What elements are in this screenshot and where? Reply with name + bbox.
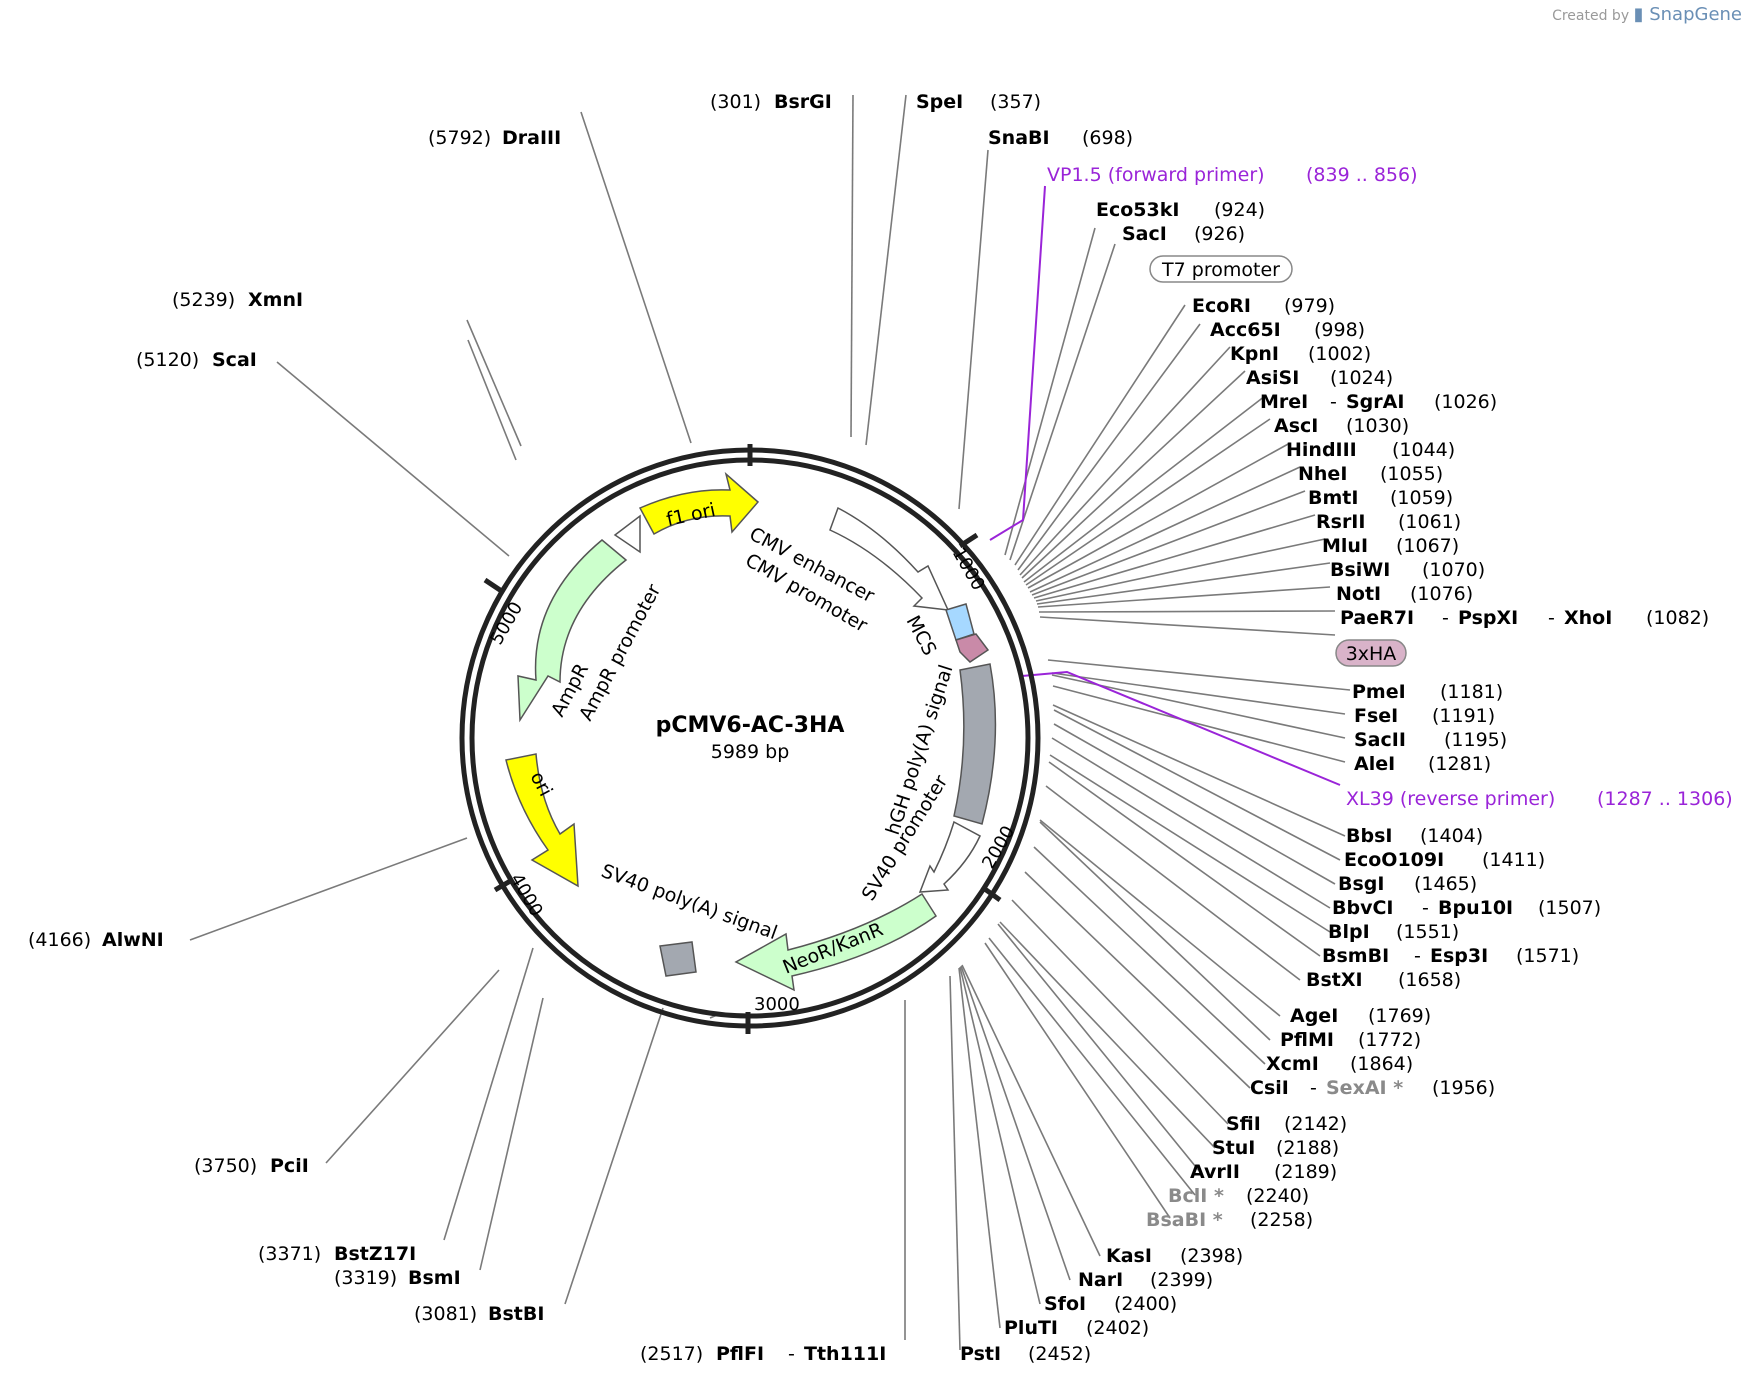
site-snabi: SnaBI (698) [988, 127, 1133, 149]
site-acc65i: Acc65I(998) [1210, 319, 1365, 341]
3xha-label: 3xHA [1346, 643, 1397, 665]
site-pluti: PluTI(2402) [1004, 1317, 1149, 1339]
3xha-arrow [955, 633, 990, 663]
site-bsgi: BsgI(1465) [1338, 873, 1477, 895]
boxed-label-3xha: 3xHA [1335, 639, 1407, 667]
tick-label-4000: 4000 [506, 870, 547, 920]
site-pcii: (3750) PciI [194, 1155, 309, 1177]
site-xmni: (5239) XmnI [172, 289, 303, 311]
site-asisi: AsiSI(1024) [1246, 367, 1393, 389]
site-fsei: FseI(1191) [1354, 705, 1495, 727]
site-bstxi: BstXI(1658) [1306, 969, 1461, 991]
ampr-arrow [517, 539, 628, 723]
feature-label-ampr-promoter: AmpR promoter [575, 581, 665, 725]
tick-label-3000: 3000 [754, 994, 800, 1015]
site-alei: AleI(1281) [1354, 753, 1491, 775]
feature-arrows [505, 471, 997, 992]
site-mlui: MluI(1067) [1322, 535, 1459, 557]
ori-arrow [505, 753, 579, 888]
site-rsrii: RsrII(1061) [1316, 511, 1461, 533]
site-saci: SacI(926) [1122, 223, 1245, 245]
site-stui: StuI(2188) [1212, 1137, 1339, 1159]
neor-kanr-arrow [734, 892, 938, 992]
site-psti: PstI(2452) [960, 1343, 1091, 1365]
cmv-enhancer-promoter-arrow [829, 506, 950, 611]
site-sfoi: SfoI(2400) [1044, 1293, 1177, 1315]
site-xcmi: XcmI(1864) [1266, 1053, 1413, 1075]
credit-brand: SnapGene [1649, 4, 1742, 25]
hgh-polya-box [953, 663, 997, 825]
site-noti: NotI(1076) [1336, 583, 1473, 605]
site-bsmbi-esp3i: BsmBI-Esp3I(1571) [1322, 945, 1579, 967]
feature-label-mcs: MCS [902, 612, 941, 659]
site-bsiwi: BsiWI(1070) [1330, 559, 1485, 581]
site-bstz17i: (3371) BstZ17I [258, 1243, 416, 1265]
feature-label-sv40-polya-signal: SV40 poly(A) signal [598, 860, 780, 944]
site-draiii: (5792) DraIII [428, 127, 561, 149]
site-csii-sexai: CsiI-SexAI *(1956) [1250, 1077, 1495, 1099]
site-kpni: KpnI(1002) [1230, 343, 1371, 365]
site-bsrgi: (301) BsrGI [710, 91, 832, 113]
right-site-labels: Eco53kI(924) SacI(926) EcoRI(979) Acc65I… [960, 199, 1709, 1365]
site-bsabi: BsaBI *(2258) [1146, 1209, 1313, 1231]
site-agei: AgeI(1769) [1290, 1005, 1431, 1027]
site-nari: NarI(2399) [1078, 1269, 1213, 1291]
site-bbvci-bpu10i: BbvCI-Bpu10I(1507) [1332, 897, 1601, 919]
site-blpi: BlpI(1551) [1328, 921, 1459, 943]
site-bbsi: BbsI(1404) [1346, 825, 1483, 847]
primer-lines [989, 185, 1341, 786]
site-alwni: (4166) AlwNI [28, 929, 164, 951]
primer-xl39: XL39 (reverse primer) (1287 .. 1306) [1346, 788, 1733, 810]
site-hindiii: HindIII(1044) [1286, 439, 1455, 461]
leader-lines [189, 94, 1351, 1351]
site-pflmi: PflMI(1772) [1280, 1029, 1421, 1051]
site-pflfi-tth111i: (2517) PflFI - Tth111I [640, 1343, 886, 1365]
site-pmei: PmeI(1181) [1352, 681, 1503, 703]
site-sacii: SacII(1195) [1354, 729, 1507, 751]
primer-vp15-name: VP1.5 (forward primer) [1047, 164, 1265, 186]
site-nhei: NheI(1055) [1298, 463, 1443, 485]
site-eco53ki: Eco53kI(924) [1096, 199, 1265, 221]
site-bcli: BclI *(2240) [1168, 1185, 1309, 1207]
site-bmti: BmtI(1059) [1308, 487, 1453, 509]
ampr-promoter-arrow [613, 514, 641, 554]
credit-prefix: Created by [1552, 8, 1630, 24]
site-spei: SpeI (357) [916, 91, 1041, 113]
site-bsmi: (3319) BsmI [334, 1267, 461, 1289]
sv40-polya-box [659, 941, 697, 977]
f1-ori-arrow [638, 471, 760, 536]
tick-label-2000: 2000 [978, 822, 1019, 872]
site-asci: AscI(1030) [1274, 415, 1409, 437]
boxed-label-t7: T7 promoter [1149, 255, 1293, 283]
site-mrei-sgrai: MreI-SgrAI(1026) [1260, 391, 1497, 413]
site-ecori: EcoRI(979) [1192, 295, 1335, 317]
t7-promoter-label: T7 promoter [1161, 259, 1280, 281]
sv40-promoter-arrow [918, 820, 981, 893]
site-sfii: SfiI(2142) [1226, 1113, 1347, 1135]
site-kasi: KasI(2398) [1106, 1245, 1243, 1267]
site-scai: (5120) ScaI [136, 349, 257, 371]
site-avrii: AvrII(2189) [1190, 1161, 1337, 1183]
site-ecoo109i: EcoO109I(1411) [1344, 849, 1545, 871]
site-bstbi: (3081) BstBI [414, 1303, 544, 1325]
mcs-box [945, 603, 975, 641]
tick-marks [483, 444, 1002, 1034]
site-paer7i-pspxi-xhoi: PaeR7I-PspXI-XhoI(1082) [1340, 607, 1709, 629]
primer-vp15-range: (839 .. 856) [1306, 164, 1418, 186]
plasmid-name: pCMV6-AC-3HA [656, 713, 845, 738]
plasmid-length: 5989 bp [711, 741, 790, 763]
snapgene-logo-icon: ▮ [1633, 4, 1650, 25]
primer-xl39-range: (1287 .. 1306) [1597, 788, 1733, 810]
primer-xl39-name: XL39 (reverse primer) [1346, 788, 1555, 810]
primer-vp15: VP1.5 (forward primer) (839 .. 856) [1047, 164, 1418, 186]
snapgene-credit: Created by ▮ SnapGene [1552, 4, 1742, 25]
